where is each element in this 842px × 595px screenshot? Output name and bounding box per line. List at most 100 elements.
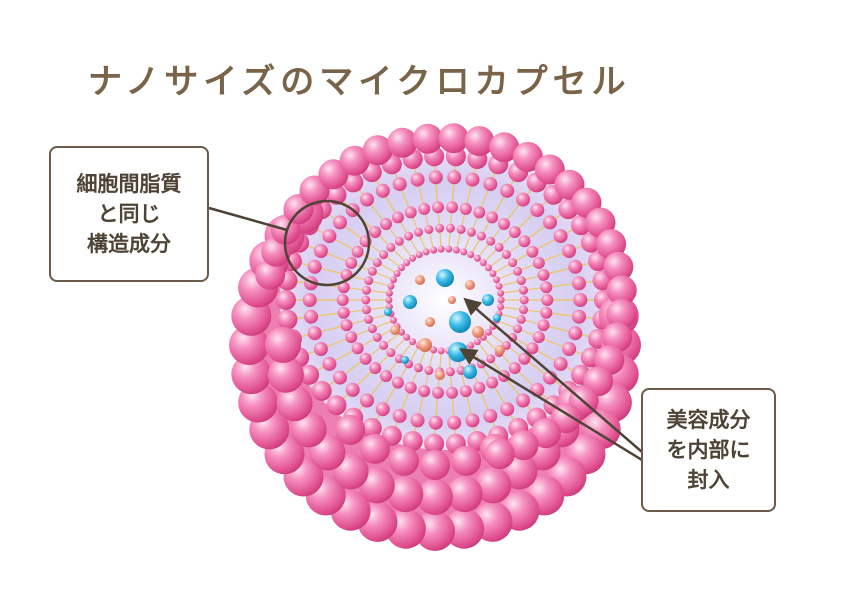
lipid-head-inner	[398, 264, 405, 272]
shell-sphere	[387, 476, 424, 513]
lipid-head	[345, 256, 358, 269]
shell-sphere	[420, 450, 450, 480]
lipid-head-inner	[364, 314, 374, 324]
lipid-head	[568, 259, 583, 274]
lipid-head-inner	[467, 251, 475, 259]
lipid-head	[392, 408, 407, 423]
lipid-head-inner	[385, 296, 393, 304]
ingredient-callout-line-2: を内部に	[666, 438, 751, 462]
rim-sphere	[603, 251, 634, 282]
lipid-head	[380, 218, 392, 230]
lipid-head	[369, 226, 382, 238]
lipid-head-inner	[486, 236, 496, 246]
ingredient-blue	[401, 356, 409, 364]
lipid-head	[392, 177, 407, 192]
lipid-head	[518, 352, 531, 365]
lipid-head	[446, 201, 458, 214]
lipid-head-inner	[508, 258, 518, 268]
lipid-head-inner	[403, 259, 411, 267]
lipid-head-inner	[435, 223, 445, 233]
lipid-head	[432, 201, 444, 214]
rim-sphere	[484, 439, 515, 470]
ingredient-blue	[463, 365, 477, 379]
shell-sphere	[417, 479, 453, 515]
lipid-head-inner	[486, 354, 496, 364]
lipid-head	[302, 293, 317, 307]
lipid-head-inner	[473, 338, 481, 346]
lipid-head	[540, 281, 553, 294]
rim-sphere	[339, 145, 370, 176]
lipid-head-inner	[445, 367, 455, 377]
lipid-head-inner	[437, 245, 445, 253]
lipid-head-inner	[414, 363, 423, 373]
lipid-head-inner	[516, 314, 526, 324]
lipid-head-inner	[403, 333, 411, 341]
lipid-head-inner	[497, 303, 505, 311]
lipid-head	[553, 229, 568, 244]
lipid-head-inner	[379, 250, 389, 260]
lipid-head-inner	[362, 285, 371, 295]
lipid-callout-box: 細胞間脂質 と同じ 構造成分	[49, 146, 209, 282]
lipid-head	[447, 170, 462, 185]
lipid-head	[351, 342, 364, 355]
lipid-head	[526, 245, 539, 258]
lipid-callout-line-3: 構造成分	[87, 232, 171, 256]
lipid-head	[500, 183, 515, 198]
ingredient-orange	[472, 326, 484, 338]
lipid-head-outer	[424, 433, 445, 454]
lipid-head-inner	[473, 254, 481, 262]
lipid-head-inner	[422, 248, 430, 256]
lipid-head-inner	[467, 341, 475, 349]
lipid-head	[465, 172, 480, 187]
ingredient-orange	[415, 275, 425, 285]
lipid-highlight-circle	[283, 199, 371, 287]
lipid-head	[516, 393, 530, 408]
lipid-head	[428, 415, 443, 430]
lipid-head	[572, 309, 586, 324]
lipid-head-inner	[362, 305, 371, 315]
rim-sphere	[387, 127, 418, 158]
rim-sphere	[508, 430, 539, 461]
lipid-head-inner	[364, 276, 374, 286]
ingredient-orange	[465, 280, 475, 290]
lipid-head	[465, 413, 480, 428]
lipid-head	[541, 294, 554, 306]
lipid-head	[473, 206, 486, 219]
rim-sphere	[512, 141, 543, 172]
shell-sphere	[388, 445, 419, 476]
lipid-head-inner	[513, 266, 523, 276]
lipid-head	[313, 244, 328, 258]
shell-sphere	[415, 511, 455, 551]
ingredient-callout-box: 美容成分 を内部に 封入	[641, 388, 776, 512]
ingredient-blue	[436, 269, 454, 287]
lipid-head	[532, 331, 545, 344]
lipid-head-outer	[580, 232, 601, 253]
ingredient-arrow-lower	[459, 348, 643, 462]
lipid-head-inner	[519, 285, 528, 295]
lipid-head-inner	[494, 242, 504, 252]
lipid-head	[500, 402, 515, 417]
lipid-head	[516, 192, 530, 207]
lipid-head	[360, 192, 374, 207]
lipid-head	[553, 356, 568, 371]
lipid-head	[380, 370, 392, 382]
shell-sphere	[475, 467, 512, 504]
lipid-head-inner	[386, 348, 396, 358]
capsule-core-ingredients	[384, 269, 505, 380]
lipid-head-inner	[437, 347, 445, 355]
lipid-head	[375, 183, 390, 198]
ingredient-callout-line-1: 美容成分	[666, 408, 751, 432]
lipid-head-inner	[367, 266, 377, 276]
lipid-head-inner	[372, 258, 382, 268]
shell-sphere	[265, 327, 301, 363]
lipid-head	[508, 226, 521, 238]
lipid-head	[562, 244, 577, 258]
lipid-head	[410, 413, 425, 428]
lipid-head	[322, 356, 337, 371]
lipid-head	[418, 202, 431, 215]
diagram-title: ナノサイズのマイクロカプセル	[88, 62, 631, 102]
lipid-head	[432, 386, 444, 399]
lipid-head-inner	[372, 332, 382, 342]
lipid-head	[345, 382, 360, 397]
shell-sphere	[360, 433, 390, 464]
